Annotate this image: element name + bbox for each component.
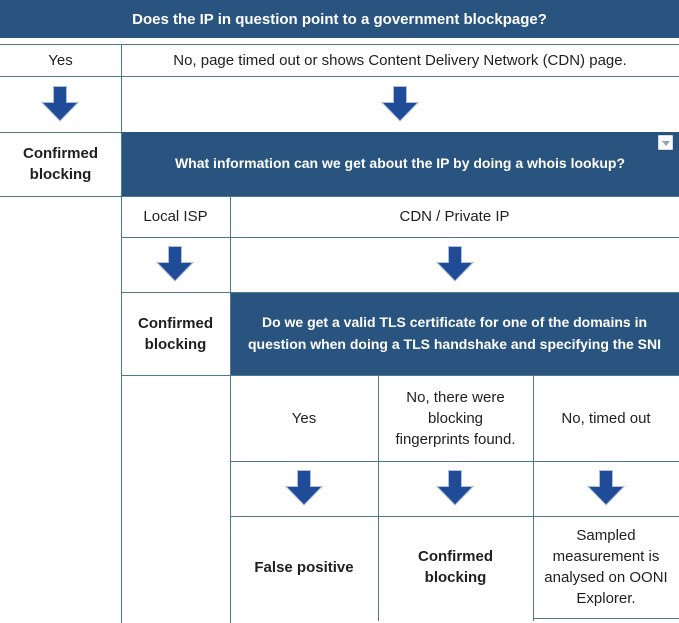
divider	[0, 132, 121, 133]
divider	[121, 44, 122, 623]
divider	[121, 292, 679, 293]
divider	[121, 237, 679, 238]
dropdown-arrow-icon[interactable]	[658, 135, 673, 150]
down-arrow-icon	[285, 470, 323, 506]
outcome-sampled-measurement: Sampled measurement is analysed on OONI …	[544, 527, 668, 607]
down-arrow-icon	[436, 246, 474, 282]
q3-answer-yes: Yes	[291, 409, 317, 427]
q2-answer-local-isp: Local ISP	[143, 208, 208, 225]
q1-answer-yes: Yes	[48, 51, 73, 69]
divider	[0, 196, 679, 197]
divider	[121, 375, 679, 376]
q3-answer-timed-out: No, timed out	[561, 409, 651, 427]
outcome-confirmed-blocking-2: Confirmed blocking	[138, 314, 213, 353]
divider	[230, 516, 679, 517]
divider	[533, 375, 534, 621]
q2-header-label: What information can we get about the IP…	[174, 155, 626, 172]
q3-header: Do we get a valid TLS certificate for on…	[230, 292, 679, 375]
q1-answer-no: No, page timed out or shows Content Deli…	[173, 51, 627, 69]
divider	[378, 375, 379, 621]
outcome-false-positive: False positive	[254, 558, 354, 576]
down-arrow-icon	[587, 470, 625, 506]
down-arrow-icon	[41, 86, 79, 122]
divider	[230, 196, 231, 623]
divider	[533, 618, 679, 619]
q1-header: Does the IP in question point to a gover…	[0, 0, 679, 38]
divider	[230, 461, 679, 462]
outcome-confirmed-blocking-1: Confirmed blocking	[23, 145, 98, 183]
down-arrow-icon	[436, 470, 474, 506]
q2-answer-cdn-private-ip: CDN / Private IP	[399, 208, 510, 225]
dropdown-triangle	[661, 140, 670, 146]
q3-answer-fingerprints: No, there were blocking fingerprints fou…	[395, 388, 516, 448]
down-arrow-icon	[156, 246, 194, 282]
outcome-confirmed-blocking-3: Confirmed blocking	[418, 548, 493, 586]
divider	[0, 76, 679, 77]
q2-header: What information can we get about the IP…	[121, 132, 679, 196]
down-arrow-icon	[381, 86, 419, 122]
divider	[0, 44, 679, 45]
